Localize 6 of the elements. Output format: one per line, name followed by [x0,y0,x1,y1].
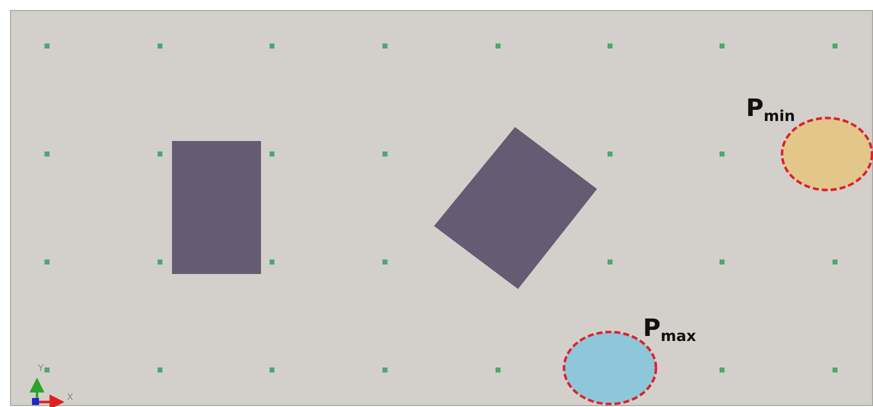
axis-label: X [67,394,74,403]
label-text: P$_{max}$ [643,316,696,344]
rectangle-obstacle [172,141,261,274]
rotated-rectangle-obstacle [434,127,597,289]
axis-label: Y [38,365,44,374]
label-text: P$_{min}$ [746,96,796,124]
